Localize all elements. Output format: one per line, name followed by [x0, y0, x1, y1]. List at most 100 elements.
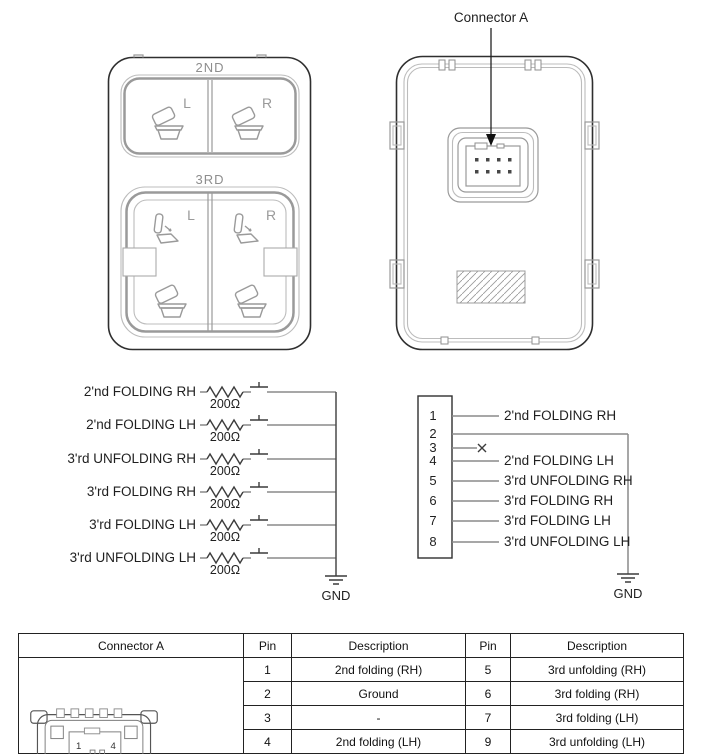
- header-connector: Connector A: [18, 633, 244, 658]
- second-row-buttons: L R: [120, 74, 300, 158]
- circuit-row-label: 3'rd UNFOLDING RH: [67, 451, 196, 466]
- unfolded-seat-icon: [153, 212, 179, 244]
- desc-cell: -: [291, 705, 466, 730]
- resistance-label: 200Ω: [210, 464, 240, 478]
- pin5-label: 3'rd UNFOLDING RH: [504, 473, 633, 488]
- face-pin1-number: 1: [76, 741, 81, 752]
- switch-contact-icon: [249, 514, 269, 521]
- ground-label: GND: [322, 588, 351, 603]
- pin-number: 5: [429, 473, 436, 488]
- circuit-row: 3'rd UNFOLDING LH 200Ω: [70, 547, 336, 577]
- folded-seat-icon: [230, 105, 264, 140]
- pin-cell: 1: [243, 657, 292, 682]
- switch-contact-icon: [249, 448, 269, 455]
- third-row-buttons: L R: [120, 186, 300, 338]
- pin-cell: 5: [465, 657, 511, 682]
- table-header-row: Connector A Pin Description Pin Descript…: [18, 633, 684, 658]
- resistor-icon: [206, 386, 244, 398]
- ground-icon: [324, 575, 348, 585]
- resistance-label: 200Ω: [210, 563, 240, 577]
- circuit-row-label: 2'nd FOLDING LH: [86, 417, 196, 432]
- table-row: 1 4 5 8 1 2nd folding (RH) 5 3rd unfoldi…: [18, 657, 684, 754]
- pin8-label: 3'rd UNFOLDING LH: [504, 534, 630, 549]
- right-side-notch: [263, 247, 298, 277]
- connector-face-drawing: 1 4 5 8: [29, 707, 158, 754]
- ground-label: GND: [614, 586, 643, 601]
- circuit-row-label: 3'rd UNFOLDING LH: [70, 550, 196, 565]
- circuit-row-label: 2'nd FOLDING RH: [84, 384, 196, 399]
- pinout-table: Connector A Pin Description Pin Descript…: [18, 633, 684, 754]
- face-pin4-number: 4: [110, 741, 116, 752]
- pin-cell: 9: [465, 729, 511, 754]
- connector-pins: [475, 158, 512, 174]
- resistance-label: 200Ω: [210, 430, 240, 444]
- pin-number: 6: [429, 493, 436, 508]
- pin-cell: 3: [243, 705, 292, 730]
- pin-cell: 4: [243, 729, 292, 754]
- panel-top-tabs: [133, 54, 267, 58]
- pin6-label: 3'rd FOLDING RH: [504, 493, 613, 508]
- connector-a-callout: Connector A: [454, 10, 528, 146]
- switch-contact-icon: [249, 547, 269, 554]
- housing-tabs: [438, 59, 542, 345]
- header-pin-a: Pin: [243, 633, 292, 658]
- pin-number: 1: [429, 408, 436, 423]
- front-panel-drawing: 2ND L R 3RD: [107, 54, 312, 351]
- circuit-row-label: 3'rd FOLDING RH: [87, 484, 196, 499]
- resistor-icon: [206, 552, 244, 564]
- second-row-title: 2ND: [195, 60, 224, 75]
- circuit-diagram: 2'nd FOLDING RH 200Ω 2'nd FOLDING LH 200…: [67, 381, 643, 603]
- side-clips: [389, 121, 600, 289]
- pin-number: 4: [429, 453, 436, 468]
- switch-contact-icon: [249, 381, 269, 388]
- pin-number: 8: [429, 534, 436, 549]
- desc-cell: 3rd unfolding (LH): [510, 729, 684, 754]
- circuit-row: 2'nd FOLDING LH 200Ω: [86, 414, 336, 444]
- unfolded-seat-icon: [233, 212, 259, 244]
- connector-pin-map: 1 2 3 4 5 6 7 8 2'nd FOLDING RH 2'nd FOL…: [417, 395, 643, 601]
- header-pin-b: Pin: [465, 633, 511, 658]
- pin-number: 2: [429, 426, 436, 441]
- pin-cell: 2: [243, 681, 292, 706]
- folded-seat-icon: [150, 105, 184, 140]
- right-button-label: R: [266, 207, 276, 223]
- resistor-icon: [206, 519, 244, 531]
- table-row: 2 Ground 6 3rd folding (RH): [19, 681, 684, 706]
- resistance-label: 200Ω: [210, 397, 240, 411]
- table-row: 3 - 7 3rd folding (LH): [19, 705, 684, 730]
- label-area: [456, 270, 526, 304]
- no-connection-icon: [477, 443, 487, 453]
- resistance-label: 200Ω: [210, 497, 240, 511]
- table-row: 4 2nd folding (LH) 9 3rd unfolding (LH): [19, 729, 684, 754]
- pin1-label: 2'nd FOLDING RH: [504, 408, 616, 423]
- circuit-row: 2'nd FOLDING RH 200Ω: [84, 381, 336, 411]
- pin-number: 3: [429, 440, 436, 455]
- circuit-row: 3'rd UNFOLDING RH 200Ω: [67, 448, 336, 478]
- switch-contact-icon: [249, 481, 269, 488]
- left-button-label: L: [183, 95, 191, 111]
- connector-a-receptacle: [447, 127, 539, 203]
- third-row-title: 3RD: [195, 172, 224, 187]
- resistor-icon: [206, 453, 244, 465]
- folded-seat-icon: [233, 283, 267, 318]
- pin7-label: 3'rd FOLDING LH: [504, 513, 611, 528]
- desc-cell: 3rd unfolding (RH): [510, 657, 684, 682]
- header-desc-a: Description: [291, 633, 466, 658]
- switch-views-drawing: 2ND L R 3RD: [107, 10, 600, 351]
- right-button-label: R: [262, 95, 272, 111]
- connector-a-label: Connector A: [454, 10, 528, 25]
- header-desc-b: Description: [510, 633, 684, 658]
- pin4-label: 2'nd FOLDING LH: [504, 453, 614, 468]
- connector-body: [417, 395, 453, 559]
- desc-cell: 3rd folding (LH): [510, 705, 684, 730]
- circuit-row-label: 3'rd FOLDING LH: [89, 517, 196, 532]
- desc-cell: 2nd folding (LH): [291, 729, 466, 754]
- pin-cell: 6: [465, 681, 511, 706]
- rear-panel-drawing: [389, 55, 600, 351]
- circuit-row: 3'rd FOLDING LH 200Ω: [89, 514, 336, 544]
- button-divider: [207, 192, 213, 332]
- desc-cell: 2nd folding (RH): [291, 657, 466, 682]
- resistor-icon: [206, 486, 244, 498]
- connector-face-cell: 1 4 5 8: [18, 657, 244, 754]
